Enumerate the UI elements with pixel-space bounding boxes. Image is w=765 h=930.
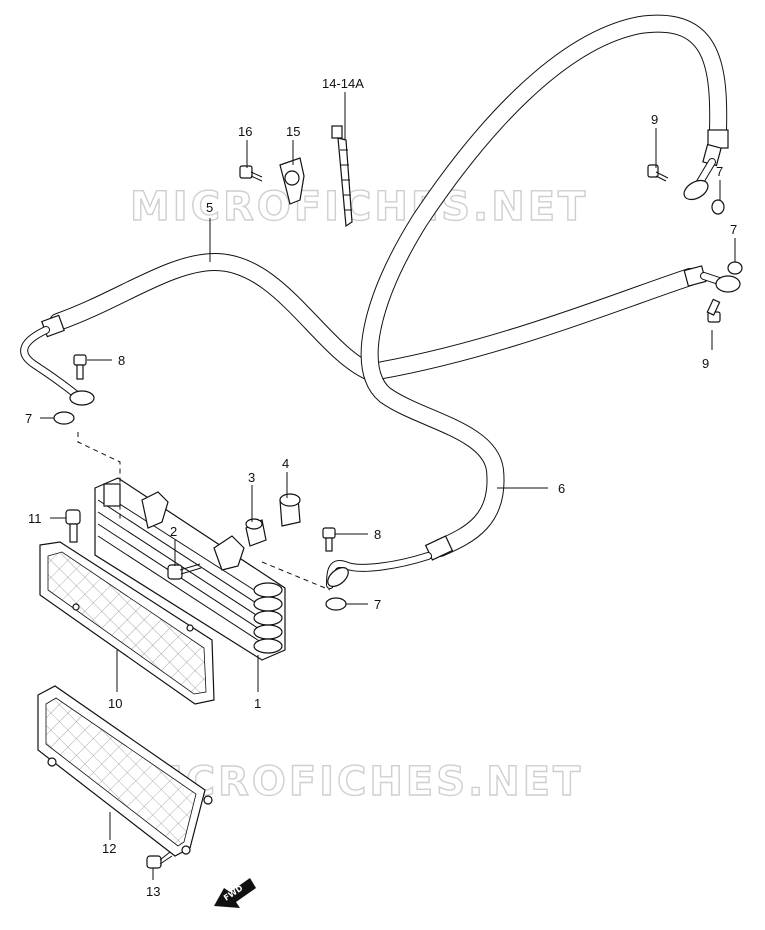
cooler-cover-10	[39, 541, 215, 705]
cushion-4	[279, 493, 301, 527]
callout-7c: 7	[716, 164, 723, 179]
alignment-line-left	[77, 432, 121, 520]
callout-16: 16	[238, 124, 252, 139]
callout-11: 11	[28, 511, 42, 526]
callout-8a: 8	[118, 353, 125, 368]
oil-hose-5	[20, 253, 741, 406]
guard-12	[37, 685, 213, 857]
callout-7d: 7	[730, 222, 737, 237]
o-ring-7a	[53, 411, 75, 425]
callout-2: 2	[170, 524, 177, 539]
o-ring-7d	[727, 261, 743, 275]
watermark-top: MICROFICHES.NET	[130, 184, 588, 230]
callout-3: 3	[248, 470, 255, 485]
clamp-15	[279, 157, 305, 205]
callout-9b: 9	[702, 356, 709, 371]
bolt-2	[167, 563, 202, 580]
fwd-arrow-icon: FWD	[214, 878, 256, 908]
bolt-9a	[647, 164, 669, 182]
oil-cooler-1	[94, 477, 286, 661]
callout-5: 5	[206, 200, 213, 215]
oil-hose-6	[326, 14, 729, 589]
callout-13: 13	[146, 884, 160, 899]
bolt-9b	[706, 298, 721, 323]
callout-12: 12	[102, 841, 116, 856]
callout-7a: 7	[25, 411, 32, 426]
o-ring-7b	[325, 597, 347, 611]
cable-tie-14	[331, 125, 353, 228]
collar-3	[245, 518, 267, 547]
callout-1: 1	[254, 696, 261, 711]
callout-8b: 8	[374, 527, 381, 542]
alignment-line-right	[261, 561, 331, 591]
leader-lines	[40, 92, 736, 880]
bolt-8a	[73, 354, 87, 380]
callout-14-14a: 14-14A	[322, 76, 364, 91]
callout-10: 10	[108, 696, 122, 711]
callout-7b: 7	[374, 597, 381, 612]
callout-4: 4	[282, 456, 289, 471]
o-ring-7c	[711, 199, 725, 215]
bolt-13	[146, 851, 173, 869]
callout-6: 6	[558, 481, 565, 496]
bolt-11	[65, 509, 81, 543]
callout-9a: 9	[651, 112, 658, 127]
bolt-16	[239, 165, 263, 182]
callout-15: 15	[286, 124, 300, 139]
bolt-8b	[322, 527, 336, 552]
